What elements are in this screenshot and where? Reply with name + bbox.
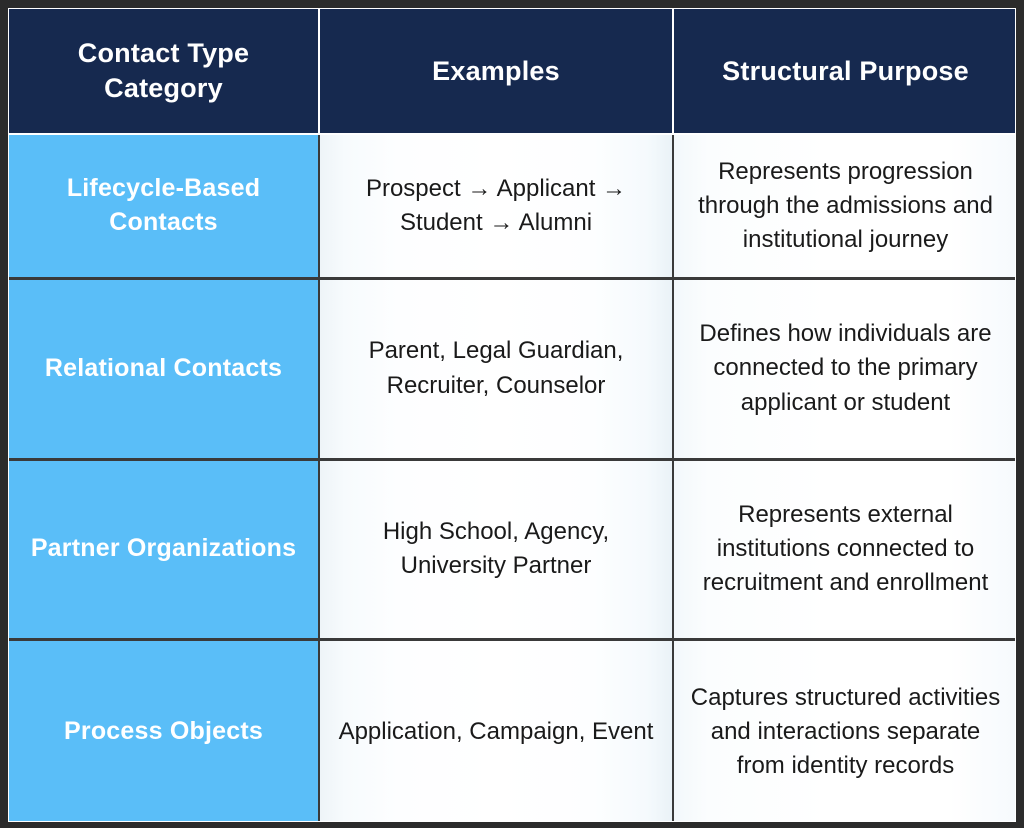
purpose-text: Represents external institutions connect… xyxy=(702,500,989,597)
contact-type-table: Contact Type Category Examples Structura… xyxy=(9,9,1015,821)
purpose-text: Defines how individuals are connected to… xyxy=(699,320,992,416)
cell-examples-relational-contacts: Parent, Legal Guardian, Recruiter, Couns… xyxy=(319,276,674,459)
table-row: Lifecycle-Based Contacts Prospect → Appl… xyxy=(9,133,1015,278)
examples-text: High School, Agency, University Partner xyxy=(382,517,610,579)
table-row: Process Objects Application, Campaign, E… xyxy=(9,637,1015,821)
cell-purpose-partner-organizations: Represents external institutions connect… xyxy=(673,457,1015,639)
category-label: Relational Contacts xyxy=(44,353,283,382)
cell-examples-process-objects: Application, Campaign, Event xyxy=(319,637,674,821)
examples-text: Prospect → Applicant → Student → Alumni xyxy=(365,174,627,236)
examples-text: Application, Campaign, Event xyxy=(338,717,654,745)
examples-text: Parent, Legal Guardian, Recruiter, Couns… xyxy=(368,337,624,399)
table-row: Relational Contacts Parent, Legal Guardi… xyxy=(9,276,1015,459)
cell-examples-lifecycle-based-contacts: Prospect → Applicant → Student → Alumni xyxy=(319,133,674,278)
column-header-contact-type-category: Contact Type Category xyxy=(9,9,320,134)
category-label: Partner Organizations xyxy=(30,534,297,563)
category-label: Process Objects xyxy=(64,717,263,745)
cell-purpose-relational-contacts: Defines how individuals are connected to… xyxy=(673,276,1015,459)
cell-purpose-lifecycle-based-contacts: Represents progression through the admis… xyxy=(673,133,1015,278)
category-label: Lifecycle-Based Contacts xyxy=(66,174,261,236)
cell-category-relational-contacts: Relational Contacts xyxy=(9,276,320,459)
table-header: Contact Type Category Examples Structura… xyxy=(9,9,1015,134)
table-header-row: Contact Type Category Examples Structura… xyxy=(9,9,1015,134)
cell-category-lifecycle-based-contacts: Lifecycle-Based Contacts xyxy=(9,133,320,278)
purpose-text: Represents progression through the admis… xyxy=(698,157,993,253)
cell-category-process-objects: Process Objects xyxy=(9,637,320,821)
column-header-structural-purpose: Structural Purpose xyxy=(673,9,1015,134)
table-body: Lifecycle-Based Contacts Prospect → Appl… xyxy=(9,133,1015,821)
contact-type-table-frame: Contact Type Category Examples Structura… xyxy=(8,8,1016,822)
cell-purpose-process-objects: Captures structured activities and inter… xyxy=(673,637,1015,821)
purpose-text: Captures structured activities and inter… xyxy=(690,683,1001,779)
column-header-examples: Examples xyxy=(319,9,674,134)
cell-examples-partner-organizations: High School, Agency, University Partner xyxy=(319,457,674,639)
cell-category-partner-organizations: Partner Organizations xyxy=(9,457,320,639)
table-row: Partner Organizations High School, Agenc… xyxy=(9,457,1015,639)
